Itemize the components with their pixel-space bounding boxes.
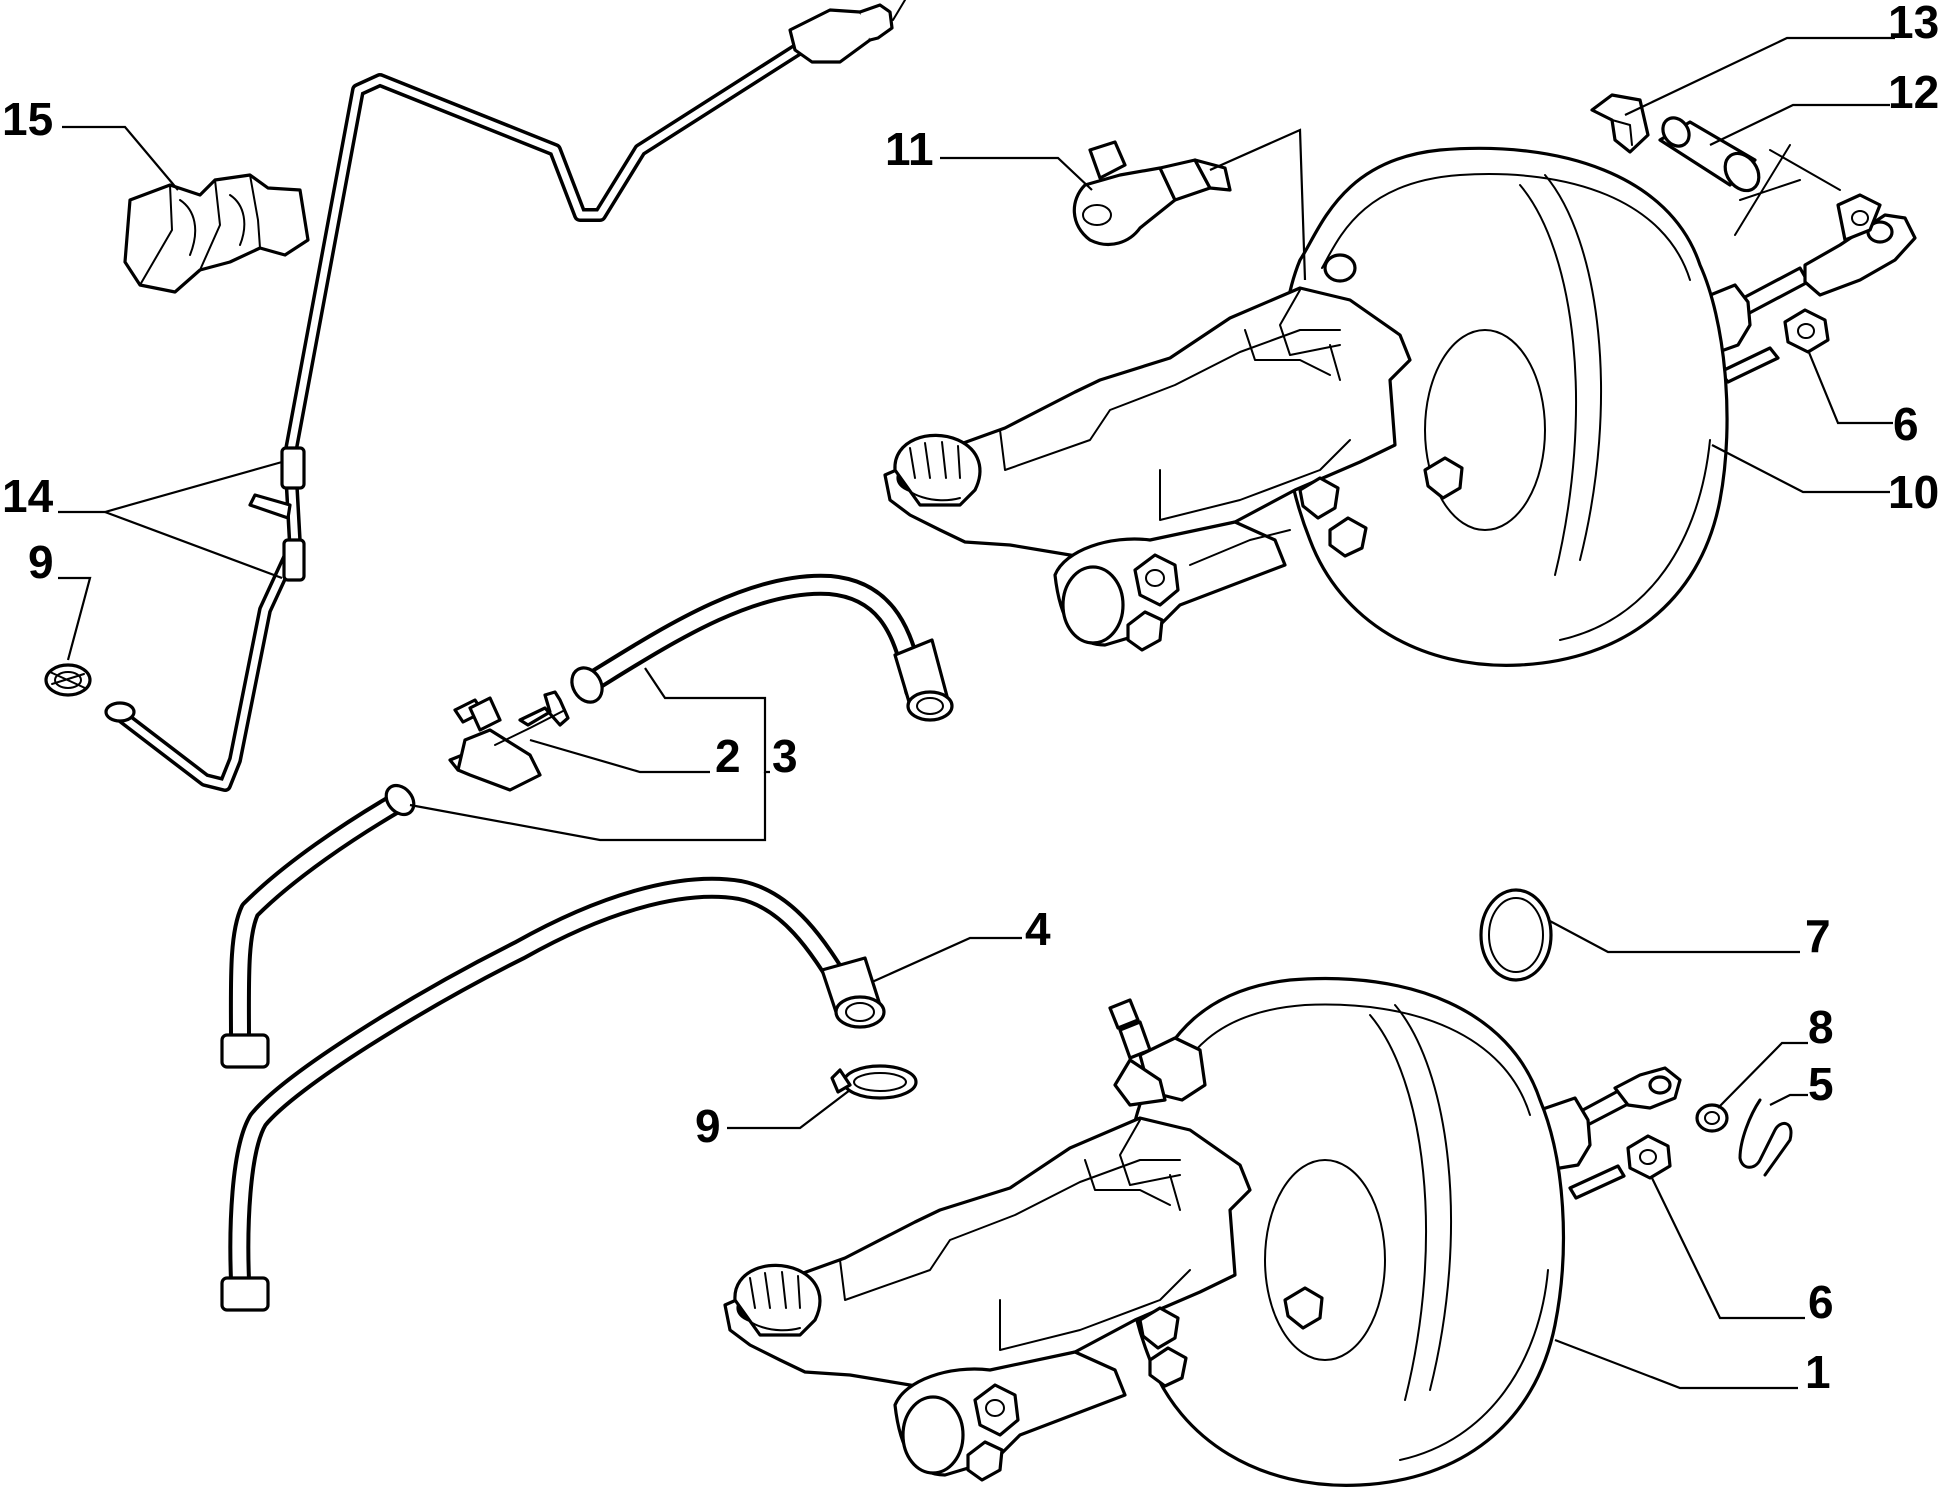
part-2-t-fitting xyxy=(448,690,570,792)
callout-2: 2 xyxy=(715,730,741,782)
callout-4: 4 xyxy=(1025,903,1051,955)
callout-1: 1 xyxy=(1805,1346,1831,1398)
callout-9-lower: 9 xyxy=(695,1100,721,1152)
callout-7: 7 xyxy=(1805,910,1831,962)
leader-3-bracket xyxy=(644,667,770,774)
leader-7 xyxy=(1547,919,1800,954)
leader-6a xyxy=(1806,349,1893,425)
part-5-spring-clip xyxy=(1738,1098,1793,1177)
part-11-t-connector xyxy=(1072,140,1232,246)
leader-11 xyxy=(940,156,1093,191)
callout-9-upper: 9 xyxy=(28,536,54,588)
leader-2 xyxy=(529,738,710,774)
callout-6-lower: 6 xyxy=(1808,1276,1834,1328)
part-12-pin xyxy=(1658,116,1761,193)
part-9-hose-clamp-lower xyxy=(830,1064,918,1100)
leader-14a xyxy=(58,460,283,514)
callout-11: 11 xyxy=(885,123,934,175)
leader-14b xyxy=(104,510,283,580)
part-1-brake-booster-assembly xyxy=(723,976,1682,1487)
callout-13: 13 xyxy=(1888,0,1939,48)
leader-lines xyxy=(58,36,1895,1390)
callout-8: 8 xyxy=(1808,1001,1834,1053)
callout-labels: 15 14 9 11 13 12 6 10 2 3 4 7 8 5 9 6 1 xyxy=(2,0,1939,1398)
part-10-brake-booster-assembly xyxy=(883,146,1917,667)
callout-12: 12 xyxy=(1888,66,1939,118)
part-9-hose-clamp-upper xyxy=(44,663,92,697)
leader-1 xyxy=(1554,1338,1798,1390)
part-7-seal-ring xyxy=(1479,888,1553,982)
leader-15 xyxy=(62,125,179,191)
leader-9a xyxy=(58,576,92,661)
callout-5: 5 xyxy=(1808,1058,1834,1110)
leader-9b xyxy=(727,1089,851,1130)
part-13-clip xyxy=(1590,93,1650,154)
callout-14: 14 xyxy=(2,470,54,522)
part-6-nut-lower xyxy=(1626,1134,1672,1180)
part-4-long-hose xyxy=(220,876,886,1312)
leader-6b xyxy=(1651,1177,1805,1320)
leader-8 xyxy=(1717,1041,1808,1109)
part-8-washer xyxy=(1695,1103,1729,1133)
leader-10 xyxy=(1711,444,1890,494)
leader-4 xyxy=(871,936,1022,984)
part-14-vacuum-pipe xyxy=(104,0,906,792)
part-15-pipe-clip xyxy=(123,173,310,294)
leader-3-lower xyxy=(409,772,767,842)
callout-6-upper: 6 xyxy=(1893,398,1919,450)
leader-12 xyxy=(1709,103,1890,146)
part-3-hose-lower xyxy=(220,783,416,1069)
leader-5 xyxy=(1769,1093,1808,1106)
leader-13 xyxy=(1624,36,1895,116)
part-6-nut-upper xyxy=(1783,308,1830,354)
callout-10: 10 xyxy=(1888,466,1939,518)
callout-15: 15 xyxy=(2,93,53,145)
callout-3: 3 xyxy=(772,730,798,782)
part-12-pin-axis xyxy=(1734,144,1841,236)
leader-11b xyxy=(1209,128,1307,281)
part-3-hose-upper xyxy=(570,573,954,722)
